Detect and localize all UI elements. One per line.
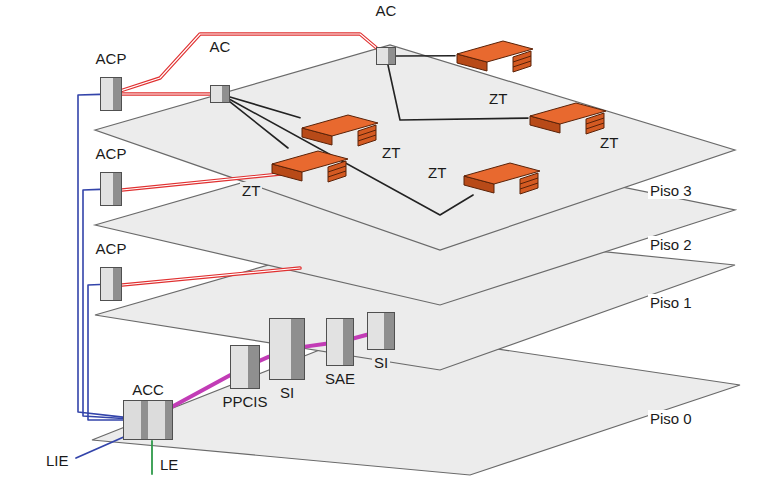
equipment-cabinet: SI (367, 312, 395, 371)
work-area-desk: ZT (300, 112, 380, 147)
cable-line (354, 335, 367, 338)
node-label: ZT (598, 134, 620, 151)
floor-label: Piso 1 (648, 294, 694, 311)
node-label: AC (374, 2, 399, 19)
floor-distributor: ACP (94, 240, 129, 301)
desk-symbol (528, 100, 608, 135)
cable-line (305, 344, 326, 347)
node-label: ACP (94, 50, 129, 67)
cabinet-symbol (100, 267, 122, 301)
cable-connector (260, 357, 269, 361)
cable-connector (230, 97, 300, 118)
desk-symbol (455, 38, 535, 73)
cable-line (122, 34, 376, 90)
cable-connector (88, 284, 123, 420)
cable-connector (305, 344, 326, 347)
node-label: SI (278, 384, 296, 401)
node-label: AC (208, 38, 233, 55)
equipment-cabinet: PPCIS (220, 345, 269, 410)
cabinet-symbol (123, 400, 173, 440)
equipment-cabinet: SAE (323, 318, 357, 387)
node-label: ZT (380, 144, 402, 161)
cable-line (396, 55, 455, 57)
cable-line (230, 100, 473, 216)
cable-connector (230, 100, 473, 216)
cable-line (230, 102, 288, 148)
cabinet-symbol (210, 85, 230, 103)
cabinet-symbol (326, 318, 354, 366)
cable-line (122, 93, 210, 94)
horizontal-cable (122, 268, 300, 285)
node-label: ZT (240, 182, 262, 199)
entrance-line (151, 441, 153, 474)
cable-connector (122, 34, 376, 90)
cabinet-symbol (367, 312, 395, 350)
floor-label: Piso 0 (648, 410, 694, 427)
line-label: LE (158, 456, 180, 473)
cabinet-symbol (230, 345, 260, 389)
cable-line (122, 34, 376, 90)
work-area-desk: ZT (528, 100, 608, 135)
floor-plane (95, 45, 735, 250)
desk-symbol (300, 112, 380, 147)
line-label: LIE (44, 452, 71, 469)
node-label: ZT (426, 164, 448, 181)
desk-symbol (462, 160, 542, 195)
work-area-desk: ZT (455, 38, 535, 73)
node-label: ACP (94, 145, 129, 162)
cabinet-symbol (269, 318, 305, 380)
floor-label: Piso 2 (648, 236, 694, 253)
entrance-line (76, 436, 126, 458)
horizontal-cable (122, 172, 300, 190)
floor-distributor: ACP (94, 50, 129, 111)
cable-connector (396, 55, 455, 56)
cable-connector (122, 94, 210, 95)
node-label: ZT (487, 90, 509, 107)
cable-line (230, 97, 300, 118)
consolidation-point: AC (208, 38, 233, 103)
node-label: ACC (130, 381, 166, 398)
cable-line (260, 357, 269, 361)
cable-connector (388, 65, 528, 120)
desk-symbol (270, 148, 350, 183)
node-label: ACP (94, 240, 129, 257)
node-label: SI (372, 354, 390, 371)
cabinet-symbol (376, 47, 396, 65)
cable-connector (230, 102, 288, 148)
cable-line (122, 92, 210, 96)
horizontal-cable (122, 268, 300, 285)
campus-distributor: ACC (123, 381, 173, 440)
floor-distributor: ACP (94, 145, 129, 206)
node-label: PPCIS (220, 393, 269, 410)
cable-line (88, 284, 123, 420)
cabinet-symbol (100, 77, 122, 111)
horizontal-cable (122, 172, 300, 190)
cable-line (83, 189, 123, 418)
equipment-cabinet: SI (269, 318, 305, 401)
cabinet-symbol (100, 172, 122, 206)
consolidation-point: AC (374, 2, 399, 65)
node-label: SAE (323, 370, 357, 387)
cable-line (388, 65, 528, 120)
work-area-desk: ZT (270, 148, 350, 183)
cable-connector (83, 189, 123, 418)
floor-label: Piso 3 (648, 182, 694, 199)
work-area-desk: ZT (462, 160, 542, 195)
cable-connector (354, 335, 367, 338)
